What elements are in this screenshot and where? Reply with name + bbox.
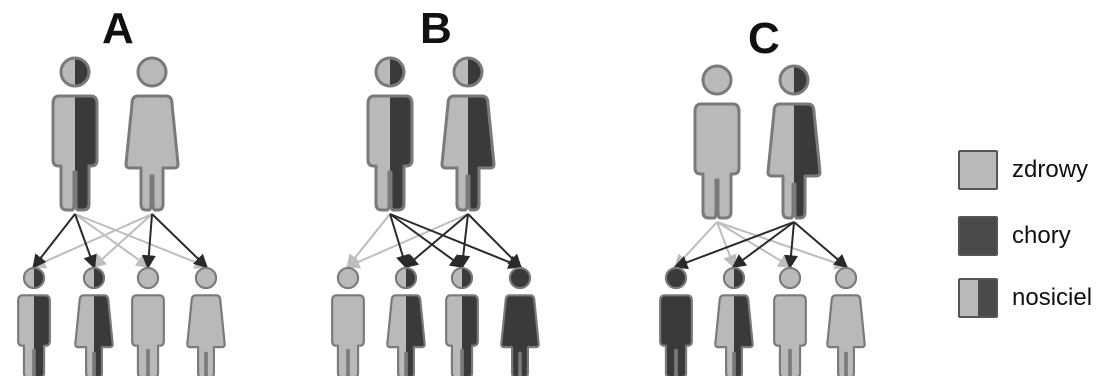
- panel-a-figures: [17, 56, 226, 376]
- child-male-healthy-icon: [131, 266, 165, 376]
- panel-b-arrows: [345, 213, 523, 270]
- inheritance-arrow: [74, 213, 97, 270]
- legend-label-carrier: nosiciel: [1012, 284, 1093, 311]
- panel-c-arrows: [673, 221, 849, 270]
- legend-item-carrier: nosiciel: [958, 278, 1092, 318]
- inheritance-arrow: [467, 213, 522, 269]
- inheritance-arrow: [456, 213, 471, 270]
- inheritance-arrow: [716, 221, 737, 270]
- child-male-healthy-icon: [773, 266, 807, 376]
- inheritance-arrow: [345, 213, 469, 269]
- child-female-sick-icon: [500, 266, 540, 376]
- child-female-carrier-icon: [386, 266, 426, 376]
- inheritance-arrow: [151, 213, 209, 269]
- parent-mother-icon: [440, 56, 496, 212]
- inheritance-arrow: [346, 213, 391, 269]
- inheritance-arrow: [716, 221, 793, 268]
- legend-swatch-carrier: [958, 278, 998, 318]
- inheritance-arrow: [403, 213, 469, 269]
- child-male-sick-icon: [659, 266, 693, 376]
- inheritance-arrow: [32, 213, 76, 269]
- inheritance-arrow: [389, 213, 410, 270]
- panel-label-a: A: [102, 4, 134, 53]
- parent-father-icon: [366, 56, 414, 212]
- child-male-carrier-icon: [17, 266, 51, 376]
- panel-b-figures: [331, 56, 540, 376]
- legend-item-sick: chory: [958, 216, 1071, 256]
- legend-label-sick: chory: [1012, 222, 1071, 249]
- inheritance-arrow: [731, 221, 795, 269]
- parent-mother-icon: [124, 56, 180, 212]
- legend-item-healthy: zdrowy: [958, 150, 1088, 190]
- inheritance-arrow: [74, 213, 209, 269]
- legend-label-healthy: zdrowy: [1012, 156, 1089, 183]
- inheritance-arrow: [389, 213, 465, 269]
- inheritance-arrow: [141, 213, 156, 270]
- parent-mother-icon: [766, 64, 822, 220]
- inheritance-arrow: [716, 221, 849, 270]
- child-female-carrier-icon: [74, 266, 114, 376]
- panel-c-figures: [659, 64, 866, 376]
- child-female-healthy-icon: [826, 266, 866, 376]
- inheritance-arrow: [389, 213, 523, 269]
- inheritance-arrow: [793, 221, 849, 269]
- panel-label-c: C: [748, 14, 780, 63]
- inheritance-arrow: [74, 213, 151, 269]
- inheritance-arrow: [31, 213, 153, 269]
- parent-father-icon: [693, 64, 741, 220]
- inheritance-arrow: [673, 221, 795, 270]
- panel-a-arrows: [31, 213, 209, 270]
- legend-swatch-sick: [958, 216, 998, 256]
- inheritance-arrow: [91, 213, 153, 269]
- child-female-carrier-icon: [714, 266, 754, 376]
- legend-swatch-healthy: [958, 150, 998, 190]
- panel-label-b: B: [420, 4, 452, 53]
- child-male-healthy-icon: [331, 266, 365, 376]
- parent-father-icon: [51, 56, 99, 212]
- child-male-carrier-icon: [445, 266, 479, 376]
- inheritance-arrow: [784, 221, 798, 270]
- child-female-healthy-icon: [186, 266, 226, 376]
